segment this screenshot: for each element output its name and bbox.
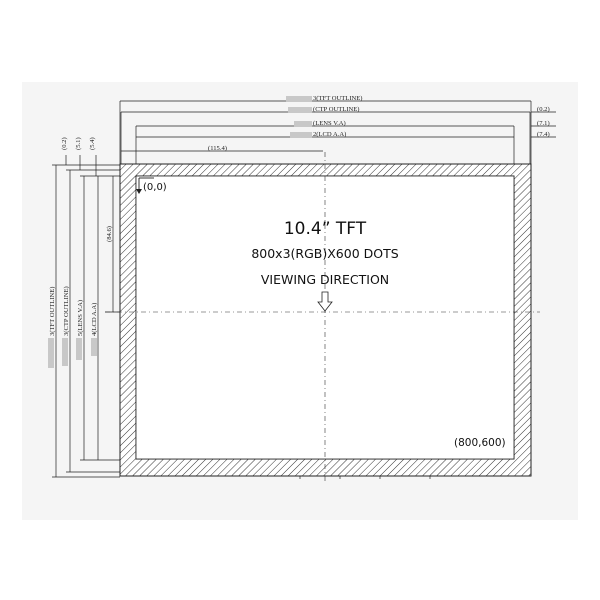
viewing-direction-label: VIEWING DIRECTION xyxy=(261,272,389,287)
label-right-dim-3: (7.4) xyxy=(537,131,550,138)
left-small-dims: (0.2) (5.1) (5.4) xyxy=(61,137,96,150)
blurred-values xyxy=(48,96,312,368)
technical-drawing: 3(TFT OUTLINE) (CTP OUTLINE) (LENS V.A) … xyxy=(48,95,556,482)
origin-marker xyxy=(136,177,154,194)
active-area xyxy=(135,175,515,460)
label-ctp-outline-left: 3(CTP OUTLINE) xyxy=(63,286,70,336)
label-tft-outline-left: 3(TFT OUTLINE) xyxy=(49,286,56,336)
label-ctp-outline-top: (CTP OUTLINE) xyxy=(313,106,359,113)
label-right-dim-2: (7.1) xyxy=(537,120,550,127)
label-right-dim-1: (0.2) xyxy=(537,106,550,113)
label-offset-84: (84.6) xyxy=(106,226,113,242)
label-lens-va-left: 5(LENS V.A) xyxy=(77,300,84,336)
label-tft-outline-top: 3(TFT OUTLINE) xyxy=(313,95,363,102)
origin-label: (0,0) xyxy=(143,182,167,193)
top-dimension-lines xyxy=(119,100,556,164)
label-lens-va-top: (LENS V.A) xyxy=(313,120,346,127)
label-left-dim-1: (0.2) xyxy=(61,137,68,150)
label-offset-115: (115.4) xyxy=(208,145,227,152)
corner-label: (800,600) xyxy=(454,437,506,449)
panel-title: 10.4” TFT xyxy=(284,219,367,239)
panel-outline xyxy=(119,163,532,479)
label-lcd-aa-top: 2(LCD A.A) xyxy=(313,131,346,138)
down-arrow-icon xyxy=(317,291,333,312)
drawing-area: 3(TFT OUTLINE) (CTP OUTLINE) (LENS V.A) … xyxy=(22,82,578,520)
label-left-dim-3: (5.4) xyxy=(89,137,96,150)
center-lines xyxy=(105,152,540,482)
label-left-dim-2: (5.1) xyxy=(75,137,82,150)
label-lcd-aa-left: 4(LCD A.A) xyxy=(91,303,98,336)
panel-resolution: 800x3(RGB)X600 DOTS xyxy=(251,246,398,261)
